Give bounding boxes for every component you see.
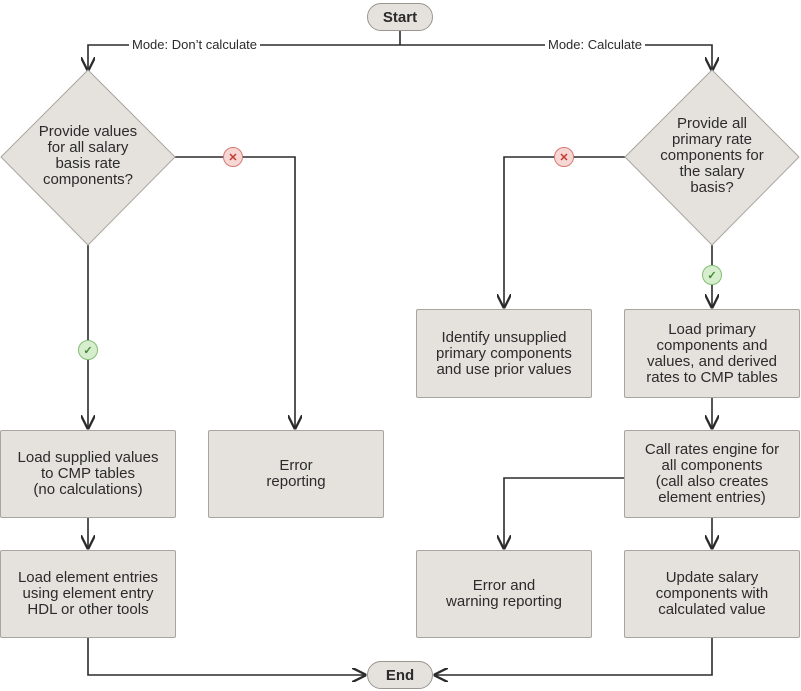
start-label: Start xyxy=(382,8,418,26)
x-icon: ✕ xyxy=(228,151,238,164)
update-salary-text: Update salary components with calculated… xyxy=(655,569,769,618)
end-terminal: End xyxy=(367,661,433,689)
branch-left-label: Mode: Don’t calculate xyxy=(129,38,261,52)
end-label: End xyxy=(385,666,415,684)
yes-badge-right: ✓ xyxy=(702,265,722,285)
connector-update-to-end xyxy=(435,637,713,675)
identify-unsupplied-box: Identify unsupplied primary components a… xyxy=(416,309,592,398)
connector-entries-to-end xyxy=(87,637,365,675)
load-primary-text: Load primary components and values, and … xyxy=(646,320,778,386)
decision-right-shape xyxy=(624,69,800,246)
call-rates-engine-text: Call rates engine for all components (ca… xyxy=(644,441,780,506)
connector-right-no xyxy=(504,156,625,307)
update-salary-box: Update salary components with calculated… xyxy=(624,550,800,638)
error-warning-reporting-text: Error and warning reporting xyxy=(446,577,562,610)
decision-left-shape xyxy=(0,69,176,246)
connector-to-left-decision xyxy=(88,44,400,70)
load-element-entries-box: Load element entries using element entry… xyxy=(0,550,176,638)
identify-unsupplied-text: Identify unsupplied primary components a… xyxy=(436,328,572,378)
load-supplied-text: Load supplied values to CMP tables (no c… xyxy=(17,449,159,498)
load-element-entries-text: Load element entries using element entry… xyxy=(17,569,159,618)
connector-to-right-decision xyxy=(400,44,712,70)
connector-rates-to-warning xyxy=(504,477,625,548)
no-badge-right: ✕ xyxy=(554,147,574,167)
decision-left: Provide values for all salary basis rate… xyxy=(20,100,156,212)
error-reporting-box: Error reporting xyxy=(208,430,384,518)
load-primary-box: Load primary components and values, and … xyxy=(624,309,800,398)
x-icon: ✕ xyxy=(559,151,569,164)
error-warning-reporting-box: Error and warning reporting xyxy=(416,550,592,638)
decision-left-text: Provide values for all salary basis rate… xyxy=(38,123,138,188)
load-supplied-box: Load supplied values to CMP tables (no c… xyxy=(0,430,176,518)
no-badge-left: ✕ xyxy=(223,147,243,167)
decision-right: Provide all primary rate components for … xyxy=(644,100,780,212)
check-icon: ✓ xyxy=(83,344,93,357)
check-icon: ✓ xyxy=(707,269,717,282)
connector-left-no xyxy=(175,156,295,428)
decision-right-text: Provide all primary rate components for … xyxy=(660,115,764,196)
error-reporting-text: Error reporting xyxy=(266,457,326,490)
call-rates-engine-box: Call rates engine for all components (ca… xyxy=(624,430,800,518)
yes-badge-left: ✓ xyxy=(78,340,98,360)
branch-right-label: Mode: Calculate xyxy=(545,38,645,52)
start-terminal: Start xyxy=(367,3,433,31)
